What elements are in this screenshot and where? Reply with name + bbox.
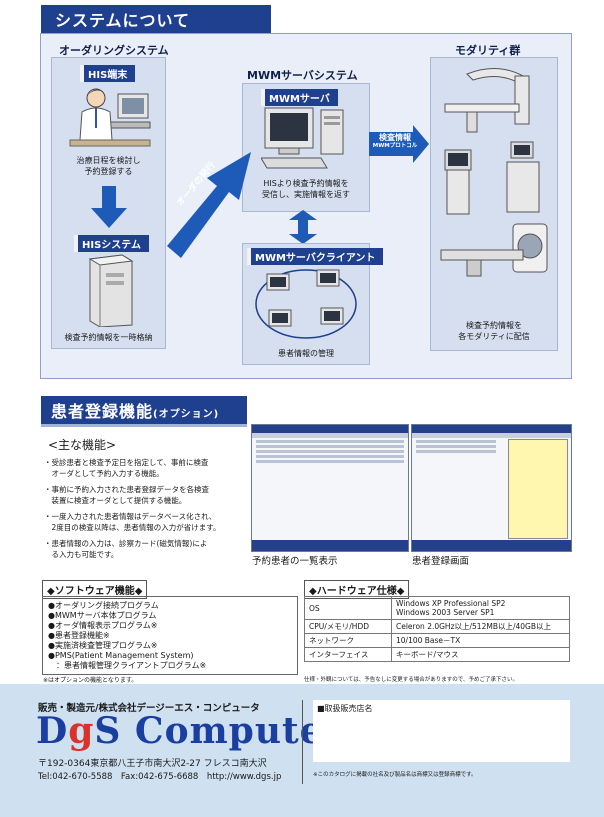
modality-panel: 検査予約情報を 各モダリティに配信 [430,57,558,351]
dealer-box: ■取扱販売店名 [313,700,570,762]
his-terminal-tag: HIS端末 [80,65,136,82]
software-note: ※はオプションの機能となります。 [43,677,138,684]
software-item: ●患者登録機能※ [48,631,110,640]
features-list: ・受診患者と検査予定日を指定して、事前に検査 オーダとして予約入力する機能。 ・… [44,457,250,560]
modality-equipment-illustration [440,68,548,277]
mwm-server-tag: MWMサーバ [261,89,338,106]
software-item: ●実施済検査管理プログラム※ [48,641,158,650]
ordering-title: オーダリングシステム [59,44,169,57]
section-title-patient-registration: 患者登録機能(オプション) [41,396,247,427]
mwm-client-caption: 患者情報の管理 [278,349,334,358]
footer-divider [302,700,303,784]
hardware-row: インターフェイスキーボード/マウス [304,647,570,662]
system-diagram: オーダリングシステム HIS端末 治療日程を検討し 予約登録する HISシステム [40,33,572,379]
exam-info-label: 検査情報 MWMプロトコル [372,133,418,149]
company-logo: DgS Computer [36,710,344,752]
mwm-server-panel: MWMサーバ HISより検査予約情報を 受信し、実施情報を返す [242,83,370,212]
features-heading: <主な機能> [48,438,117,452]
feature-item: ・一度入力された患者情報はデータベース化され、 2度目の検査以降は、患者情報の入… [44,512,221,532]
reservation-list-caption: 予約患者の一覧表示 [252,556,338,567]
mwm-client-tag: MWMサーバクライアント [247,248,384,265]
software-item: ●オーダリング接続プログラム [48,601,159,610]
feature-item: ・事前に予約入力された患者登録データを各検査 装置に検査オーダとして提供する機能… [44,485,209,505]
company-contact: Tel:042-670-5588 Fax:042-675-6688 http:/… [38,772,282,782]
bidirectional-arrow-icon [289,210,317,244]
patient-registration-caption: 患者登録画面 [412,556,470,567]
exam-info-arrow-icon [369,125,429,163]
patient-registration-screenshot [411,424,572,552]
his-server-tower-icon [88,254,134,327]
software-item: ●オーダ情報表示プログラム※ [48,621,158,630]
mwm-server-pc-icon [261,107,344,169]
client-network-illustration [255,269,357,339]
feature-item: ・受診患者と検査予定日を指定して、事前に検査 オーダとして予約入力する機能。 [44,458,209,478]
software-title: ◆ソフトウェア機能◆ [42,580,148,599]
software-list: ●オーダリング接続プログラム ●MWMサーバ本体プログラム ●オーダ情報表示プロ… [42,596,298,675]
software-item: ●MWMサーバ本体プログラム [48,611,157,620]
modality-title: モダリティ群 [455,44,521,57]
company-address: 〒192-0364東京都八王子市南大沢2-27 フレスコ南大沢 [38,759,267,769]
his-terminal-caption: 治療日程を検討し 予約登録する [76,156,141,176]
mwm-client-panel: MWMサーバクライアント 患者情報の管理 [242,243,384,365]
software-item: ：患者情報管理クライアントプログラム※ [48,661,207,670]
reservation-list-screenshot [251,424,409,552]
feature-item: ・患者情報の入力は、診察カード(磁気情報)によ る入力も可能です。 [44,539,208,559]
order-issue-arrow-icon [167,152,251,258]
hardware-note: 仕様・外観については、予告なしに変更する場合がありますので、予めご了承下さい。 [304,677,519,683]
footer: 販売・製造元/株式会社デージーエス・コンピュータ DgS Computer 〒1… [0,684,604,817]
down-arrow-icon [91,186,127,228]
his-system-tag: HISシステム [74,235,149,252]
mwm-server-caption: HISより検査予約情報を 受信し、実施情報を返す [262,179,350,199]
section-title-system: システムについて [41,5,271,36]
mwm-title: MWMサーバシステム [247,69,358,82]
software-item: ●PMS(Patient Management System) [48,651,194,660]
doctor-at-desk-illustration [69,88,151,147]
his-system-caption: 検査予約情報を一時格納 [64,333,153,342]
modality-caption: 検査予約情報を 各モダリティに配信 [458,321,530,341]
seller-line: 販売・製造元/株式会社デージーエス・コンピュータ [38,703,260,714]
ordering-panel: HIS端末 治療日程を検討し 予約登録する HISシステム [51,57,166,349]
trademark-note: ※このカタログに掲載の社名及び製品名は商標又は登録商標です。 [313,772,477,778]
